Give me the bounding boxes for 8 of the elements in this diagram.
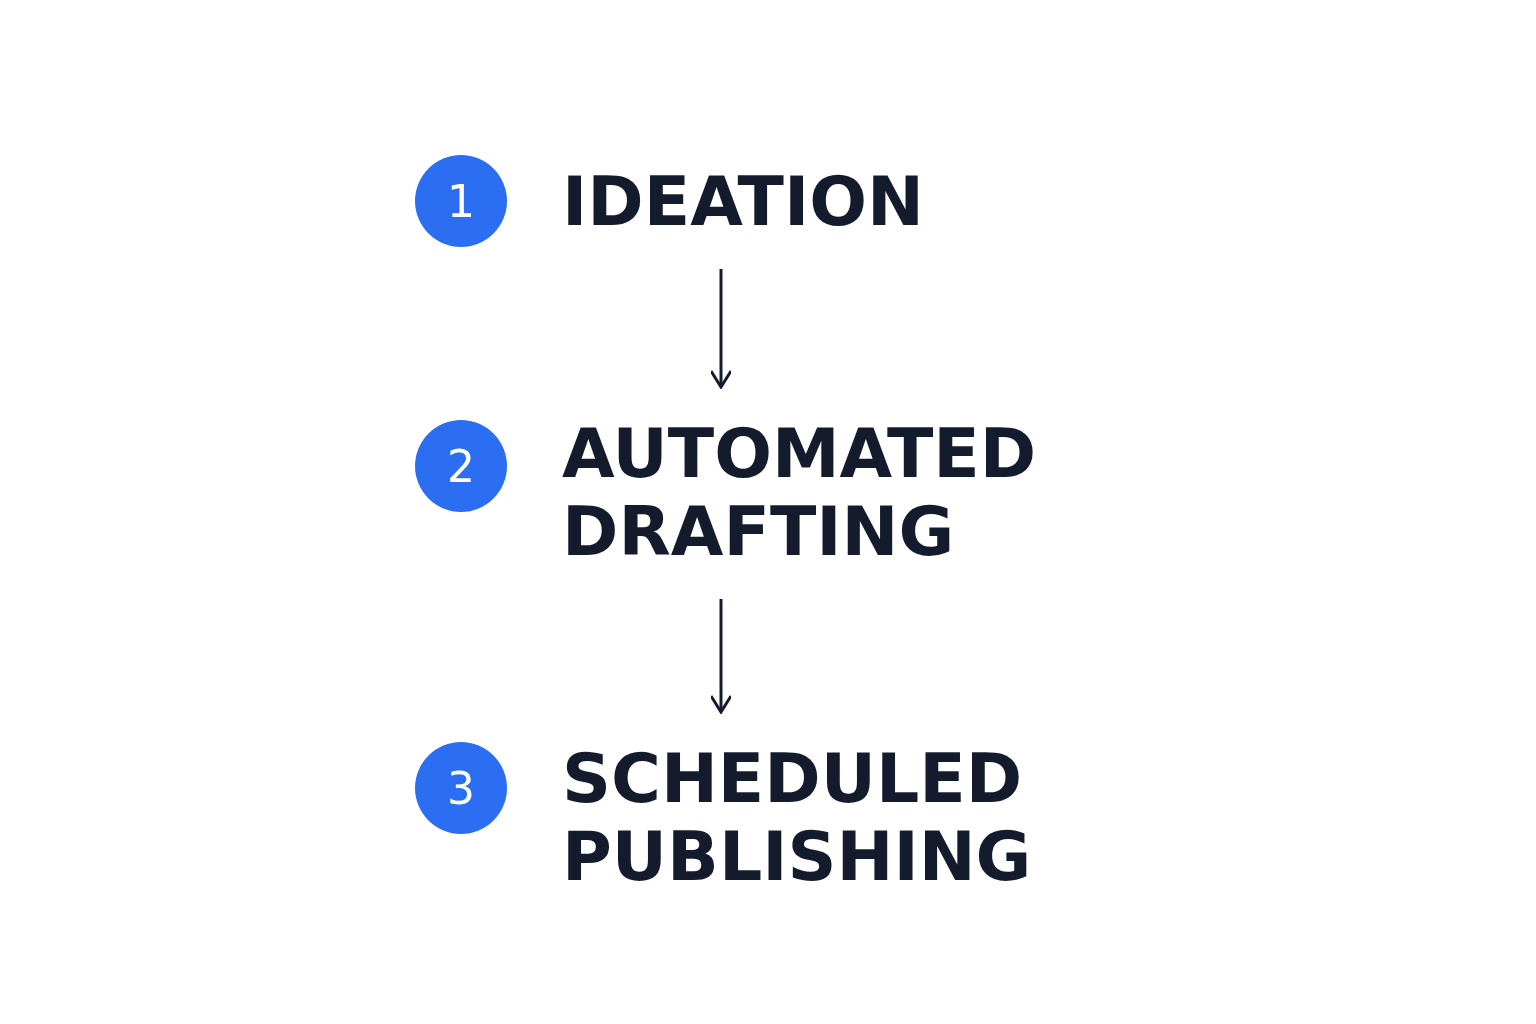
step-label: IDEATION <box>562 135 1082 269</box>
step-number-circle: 1 <box>415 155 507 247</box>
step-label: SCHEDULED PUBLISHING <box>562 712 1082 924</box>
step-number-circle: 3 <box>415 742 507 834</box>
step-label: AUTOMATED DRAFTING <box>562 387 1082 599</box>
arrow <box>709 599 733 714</box>
arrow <box>709 269 733 389</box>
step-number-circle: 2 <box>415 420 507 512</box>
